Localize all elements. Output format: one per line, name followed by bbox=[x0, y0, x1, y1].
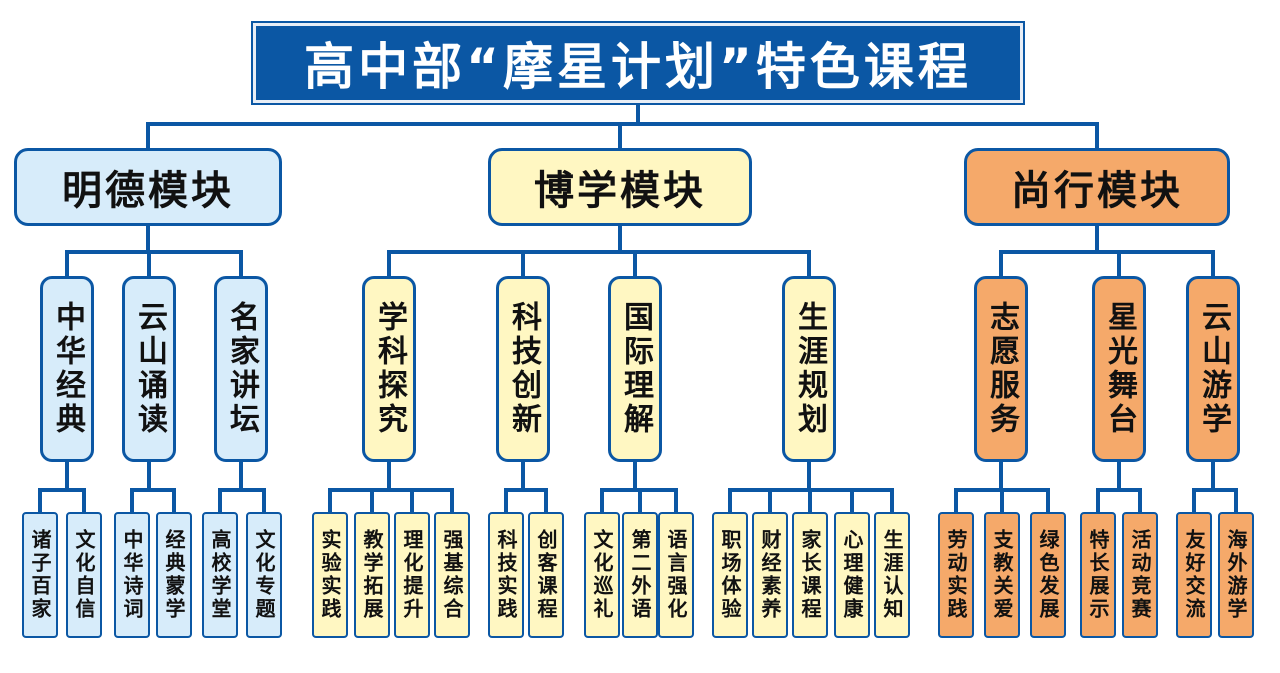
leaf-course-box: 诸子百家 bbox=[22, 512, 58, 638]
leaf-course-box: 绿色发展 bbox=[1030, 512, 1066, 638]
leaf-course-box: 财经素养 bbox=[752, 512, 788, 638]
course-box: 学科探究 bbox=[362, 276, 416, 462]
leaf-course-box: 教学拓展 bbox=[354, 512, 390, 638]
course-box: 科技创新 bbox=[496, 276, 550, 462]
module-box: 博学模块 bbox=[488, 148, 752, 226]
leaf-course-box: 支教关爱 bbox=[984, 512, 1020, 638]
course-box: 国际理解 bbox=[608, 276, 662, 462]
leaf-course-box: 心理健康 bbox=[834, 512, 870, 638]
leaf-course-box: 第二外语 bbox=[622, 512, 658, 638]
leaf-course-box: 生涯认知 bbox=[874, 512, 910, 638]
course-box: 云山诵读 bbox=[122, 276, 176, 462]
page-title: 高中部“摩星计划”特色课程 bbox=[251, 21, 1025, 105]
leaf-course-box: 科技实践 bbox=[488, 512, 524, 638]
leaf-course-box: 实验实践 bbox=[312, 512, 348, 638]
course-box: 名家讲坛 bbox=[214, 276, 268, 462]
leaf-course-box: 中华诗词 bbox=[114, 512, 150, 638]
leaf-course-box: 创客课程 bbox=[528, 512, 564, 638]
course-box: 中华经典 bbox=[40, 276, 94, 462]
module-box: 尚行模块 bbox=[964, 148, 1230, 226]
course-box: 云山游学 bbox=[1186, 276, 1240, 462]
leaf-course-box: 家长课程 bbox=[792, 512, 828, 638]
leaf-course-box: 友好交流 bbox=[1176, 512, 1212, 638]
leaf-course-box: 文化自信 bbox=[66, 512, 102, 638]
leaf-course-box: 经典蒙学 bbox=[156, 512, 192, 638]
leaf-course-box: 理化提升 bbox=[394, 512, 430, 638]
leaf-course-box: 文化专题 bbox=[246, 512, 282, 638]
course-box: 志愿服务 bbox=[974, 276, 1028, 462]
course-box: 星光舞台 bbox=[1092, 276, 1146, 462]
leaf-course-box: 语言强化 bbox=[658, 512, 694, 638]
leaf-course-box: 文化巡礼 bbox=[584, 512, 620, 638]
leaf-course-box: 特长展示 bbox=[1080, 512, 1116, 638]
leaf-course-box: 强基综合 bbox=[434, 512, 470, 638]
leaf-course-box: 劳动实践 bbox=[938, 512, 974, 638]
leaf-course-box: 活动竞赛 bbox=[1122, 512, 1158, 638]
leaf-course-box: 高校学堂 bbox=[202, 512, 238, 638]
module-box: 明德模块 bbox=[14, 148, 282, 226]
leaf-course-box: 职场体验 bbox=[712, 512, 748, 638]
course-box: 生涯规划 bbox=[782, 276, 836, 462]
leaf-course-box: 海外游学 bbox=[1218, 512, 1254, 638]
